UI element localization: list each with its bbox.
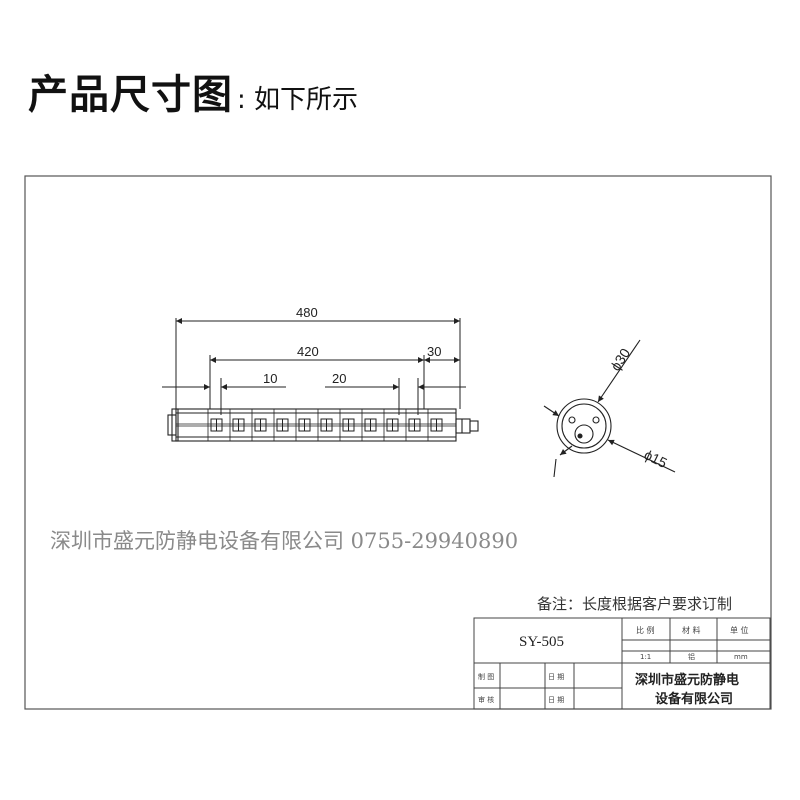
value-unit: mm [734, 653, 748, 661]
company-name-line1: 深圳市盛元防静电 [635, 672, 739, 688]
page-subtitle: : 如下所示 [237, 85, 359, 115]
header-unit: 单 位 [730, 625, 749, 635]
dimension-420 [209, 355, 425, 409]
dim-20-label: 20 [332, 371, 346, 386]
label-drafted-date: 日 期 [548, 673, 564, 681]
label-reviewed-date: 日 期 [548, 696, 564, 704]
drawing-frame [24, 175, 772, 710]
label-reviewed: 审 核 [478, 695, 494, 704]
dimension-20 [325, 378, 466, 415]
dimension-10 [162, 378, 286, 415]
drawing-note: 备注：长度根据客户要求订制 [537, 595, 732, 613]
header-material: 材 料 [682, 625, 701, 635]
end-section-view [543, 339, 676, 478]
dim-diameter-30-label: ϕ30 [607, 345, 633, 374]
dim-420-label: 420 [297, 344, 319, 359]
dim-480-label: 480 [296, 305, 318, 320]
value-scale: 1:1 [640, 653, 651, 661]
dim-30-label: 30 [427, 344, 441, 359]
dimension-480 [175, 318, 461, 409]
page-header: 产品尺寸图 : 如下所示 [28, 62, 358, 122]
company-watermark: 深圳市盛元防静电设备有限公司 0755-29940890 [50, 529, 518, 553]
title-block [473, 617, 771, 710]
company-name-line2: 设备有限公司 [655, 691, 733, 707]
dim-10-label: 10 [263, 371, 277, 386]
model-number: SY-505 [519, 634, 564, 650]
header-scale: 比 例 [636, 625, 655, 635]
page-title: 产品尺寸图 [28, 72, 233, 118]
emitter-row [207, 409, 443, 441]
value-material: 铝 [688, 652, 695, 661]
label-drafted: 制 图 [478, 672, 494, 681]
